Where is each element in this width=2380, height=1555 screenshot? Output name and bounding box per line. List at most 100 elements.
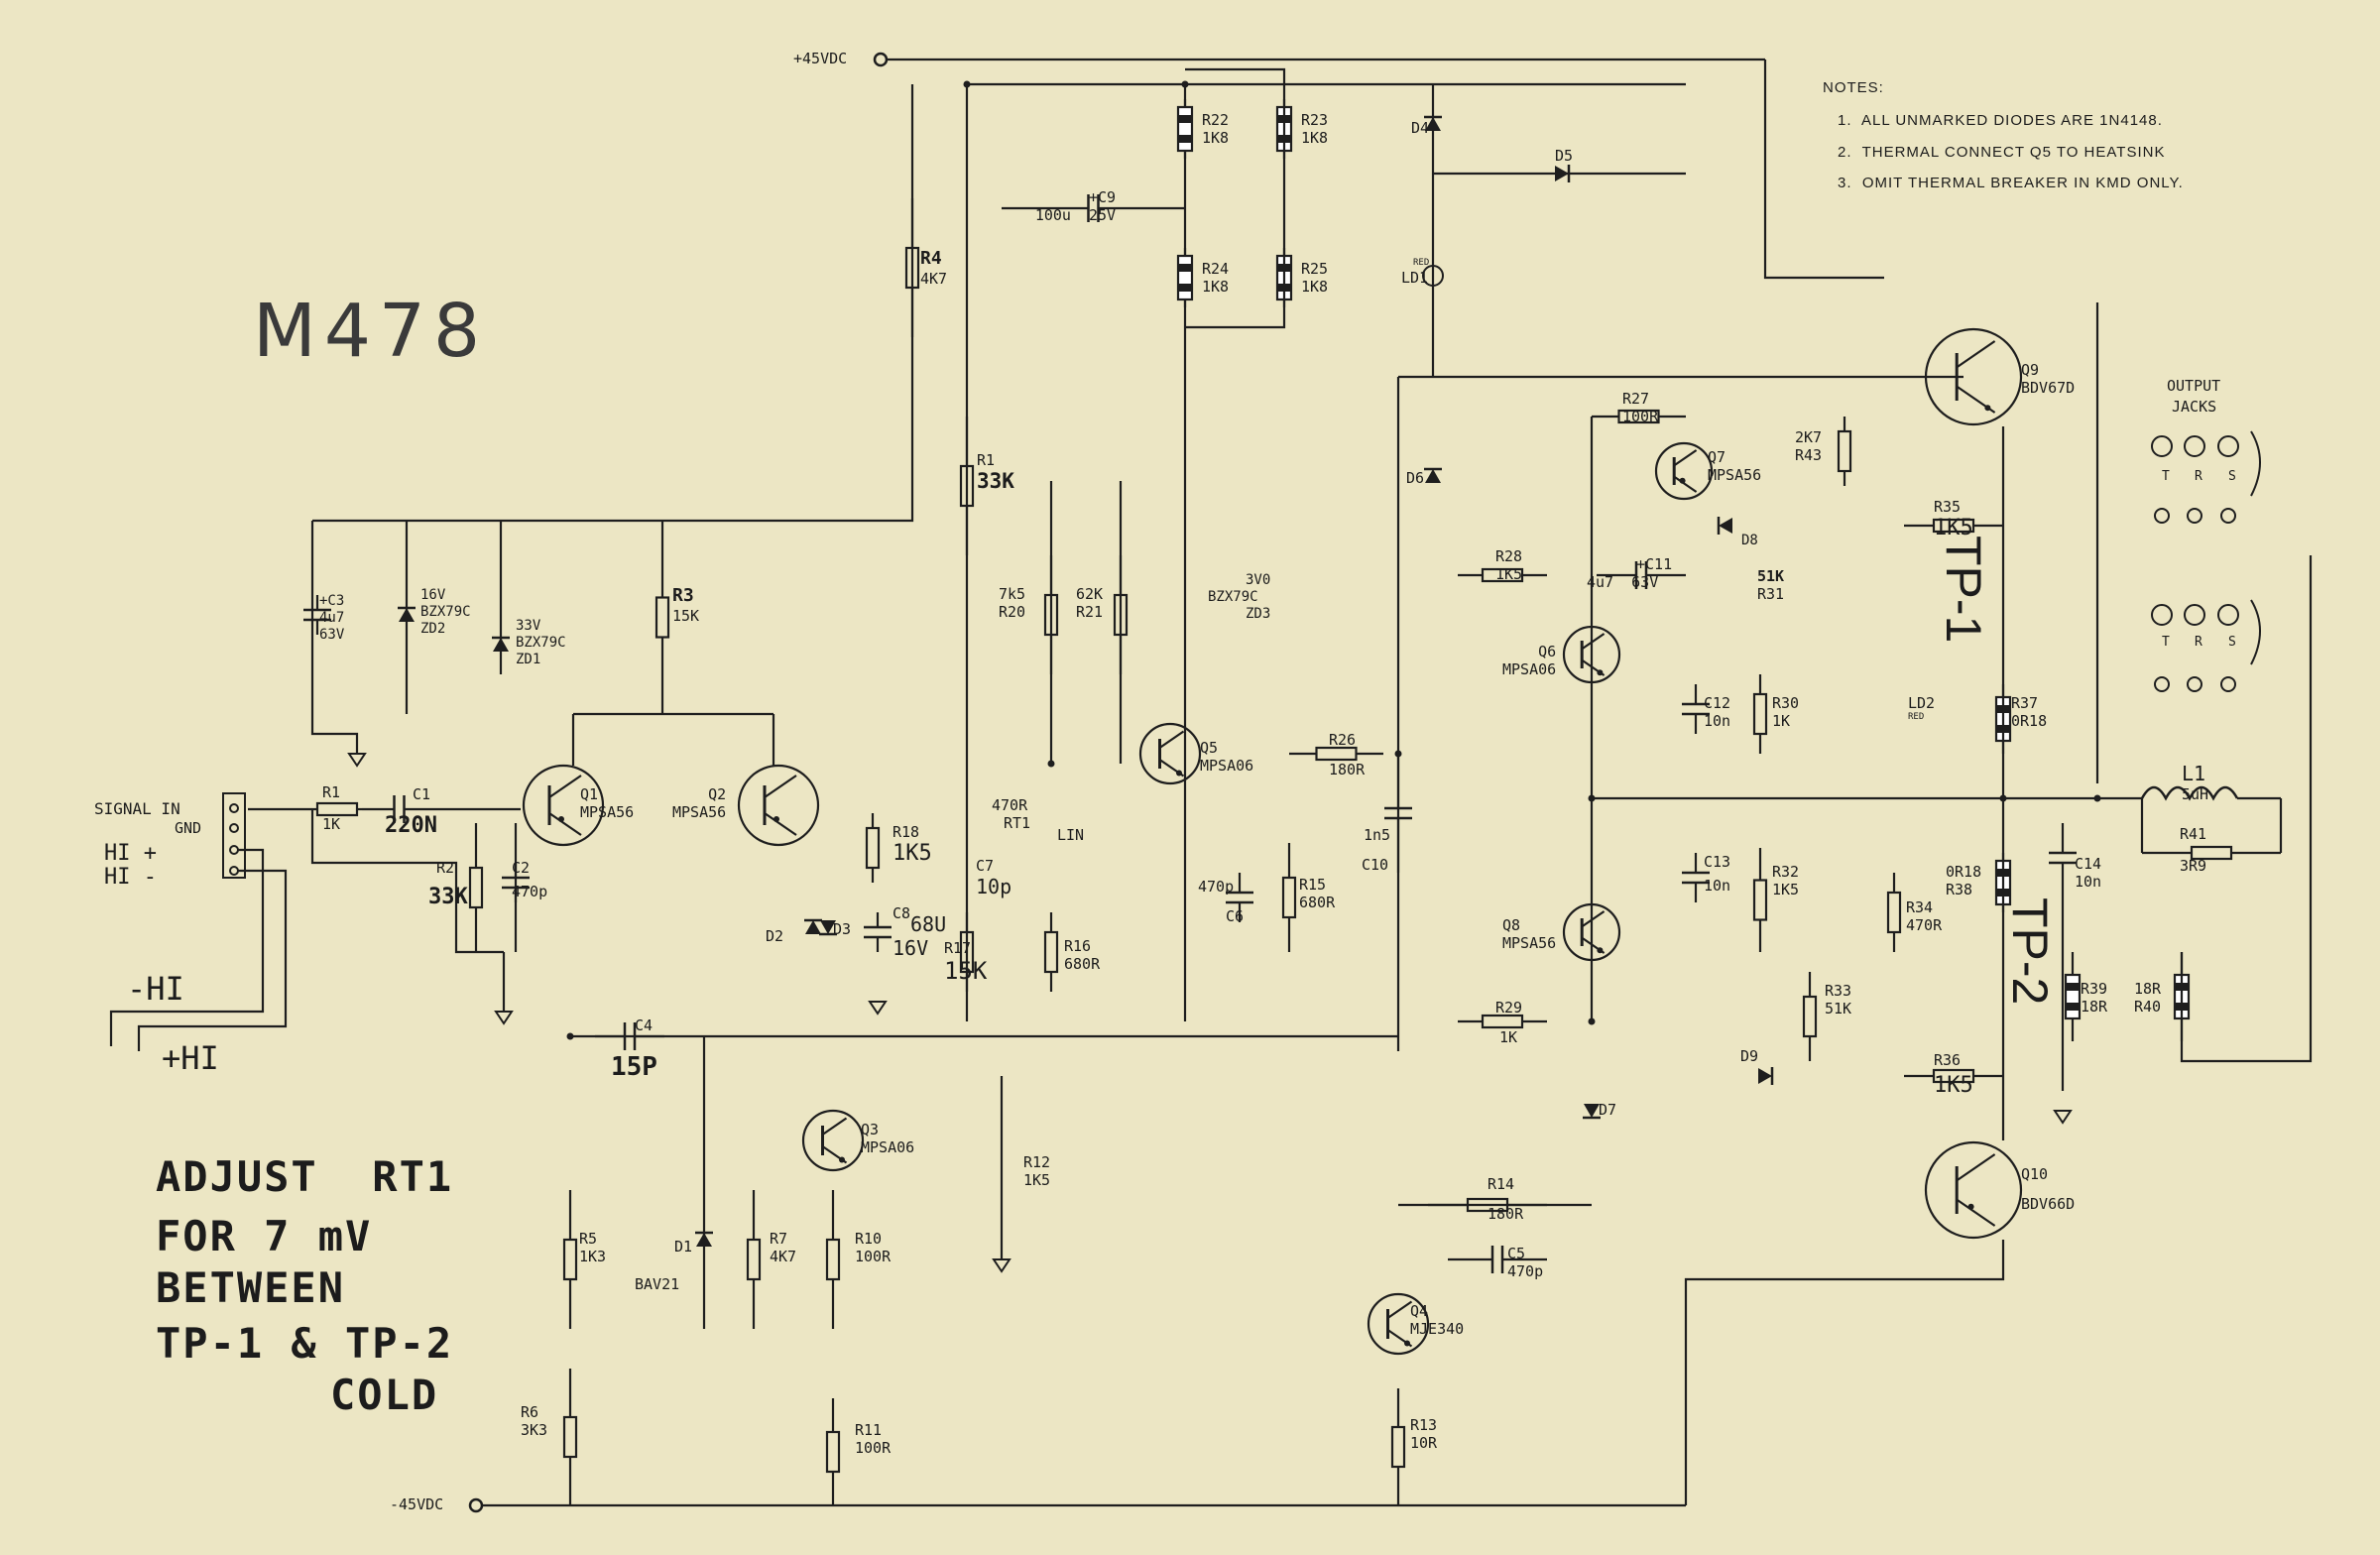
junction-dot: [566, 1032, 574, 1040]
component-label-line: R33: [1825, 982, 1852, 1000]
component-label-line: +C11: [1636, 555, 1673, 573]
component-label-line: D9: [1740, 1047, 1759, 1065]
component-label-line: Q9: [2021, 361, 2040, 379]
component-label-line: R36: [1934, 1051, 1962, 1069]
wire: [109, 848, 265, 1046]
wire: [2180, 555, 2313, 1063]
component-label-line: 16V: [420, 587, 446, 603]
jack-lug: [2154, 508, 2170, 524]
wire: [1684, 1240, 2005, 1505]
component-label-line: D4: [1411, 119, 1430, 137]
diode: [399, 608, 415, 622]
component-label-line: LD2: [1908, 694, 1936, 712]
diode: [1719, 518, 1732, 534]
component-label-d6: D6: [1406, 469, 1424, 487]
transistor: [1367, 1292, 1430, 1356]
wire: [1763, 60, 1884, 280]
component-label-line: 680R: [1299, 894, 1336, 911]
component-label-line: R2: [436, 859, 455, 877]
component-label-line: 63V: [319, 626, 345, 643]
component-label-line: 10n: [1704, 877, 1731, 895]
component-label-line: D8: [1741, 533, 1758, 548]
positive-rail-label: +45VDC: [793, 50, 848, 67]
component-label-line: 15K: [944, 957, 988, 985]
component-label-lin: LIN: [1057, 826, 1084, 844]
wire: [310, 809, 504, 954]
component-label-line: 180R: [1488, 1205, 1524, 1223]
transistor-arrow: [774, 816, 779, 822]
note-item: 1. ALL UNMARKED DIODES ARE 1N4148.: [1838, 112, 2163, 129]
component-label-line: 1K8: [1202, 129, 1230, 147]
jacks-label: JACKS: [2172, 398, 2217, 416]
jack-contact: [2184, 604, 2205, 626]
component-label-line: 1K: [1499, 1028, 1518, 1046]
component-label-line: 4u7 63V: [1587, 573, 1659, 591]
diode: [820, 920, 836, 934]
component-label-line: 680R: [1064, 955, 1101, 973]
jack-contact: [2217, 435, 2239, 457]
component-label-line: R29: [1495, 999, 1523, 1017]
component-label-line: MPSA56: [1708, 466, 1762, 484]
component-label-line: 100R: [855, 1439, 892, 1457]
adjust-note-line: ADJUST RT1: [156, 1152, 454, 1201]
component-label-line: D6: [1406, 469, 1425, 487]
resistor: [1481, 567, 1524, 583]
component-label-line: 51K: [1825, 1000, 1852, 1017]
component-label-line: 3R9: [2180, 857, 2207, 875]
junction-dot: [1999, 794, 2007, 802]
component-label-line: C8: [892, 904, 911, 922]
component-label-line: R1: [977, 451, 996, 469]
resistor: [1932, 1068, 1975, 1084]
junction-dot: [1588, 1017, 1596, 1025]
component-label-d5: D5: [1555, 147, 1573, 165]
component-label-line: 180R: [1329, 761, 1366, 778]
component-label-line: R16: [1064, 937, 1092, 955]
transistor-collector: [764, 775, 797, 798]
diode: [1758, 1068, 1772, 1084]
resistor-band: [1179, 115, 1191, 123]
transistor: [737, 764, 820, 847]
component-label-line: R24: [1202, 260, 1230, 278]
junction-dot: [2093, 794, 2101, 802]
component-label-line: 1K5: [1023, 1171, 1051, 1189]
component-label-line: R15: [1299, 876, 1327, 894]
rail-terminal: [873, 52, 889, 67]
component-label-line: R3: [672, 585, 694, 606]
resistor: [1752, 692, 1768, 736]
resistor: [904, 246, 920, 290]
notes-heading: NOTES:: [1823, 79, 1884, 96]
wire: [310, 521, 359, 754]
adjust-note-line: FOR 7 mV: [156, 1212, 373, 1260]
transistor-arrow: [839, 1156, 845, 1163]
transistor: [1138, 722, 1202, 785]
component-label-line: 100u 25V: [1034, 206, 1117, 224]
transistor: [1562, 625, 1621, 684]
resistor-band: [2067, 983, 2079, 991]
resistor: [468, 866, 484, 909]
note-item: 3. OMIT THERMAL BREAKER IN KMD ONLY.: [1838, 175, 2184, 191]
diode: [805, 920, 821, 934]
resistor-band: [2067, 1003, 2079, 1011]
component-label-line: C10: [1362, 856, 1389, 874]
transistor-emitter: [764, 812, 797, 836]
component-label-line: BZX79C: [1208, 588, 1258, 605]
component-label-line: 470p: [512, 883, 548, 900]
ground-symbol: [494, 1011, 514, 1025]
transistor-arrow: [1967, 1203, 1974, 1210]
component-label-line: 470p: [1507, 1262, 1544, 1280]
component-label-line: R5: [579, 1230, 598, 1248]
resistor: [1886, 891, 1902, 934]
transistor: [1562, 902, 1621, 962]
jack-lug: [2220, 508, 2236, 524]
